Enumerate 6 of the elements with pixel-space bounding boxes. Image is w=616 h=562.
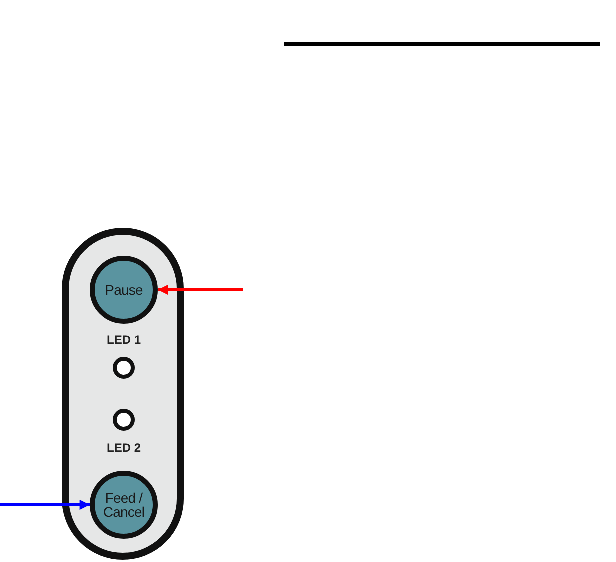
arrow [0, 500, 90, 510]
arrow [158, 284, 243, 296]
led-label: LED 2 [106, 441, 142, 455]
round-button: Pause [90, 256, 158, 324]
round-button: Feed / Cancel [90, 471, 158, 539]
led-label: LED 1 [106, 333, 142, 347]
